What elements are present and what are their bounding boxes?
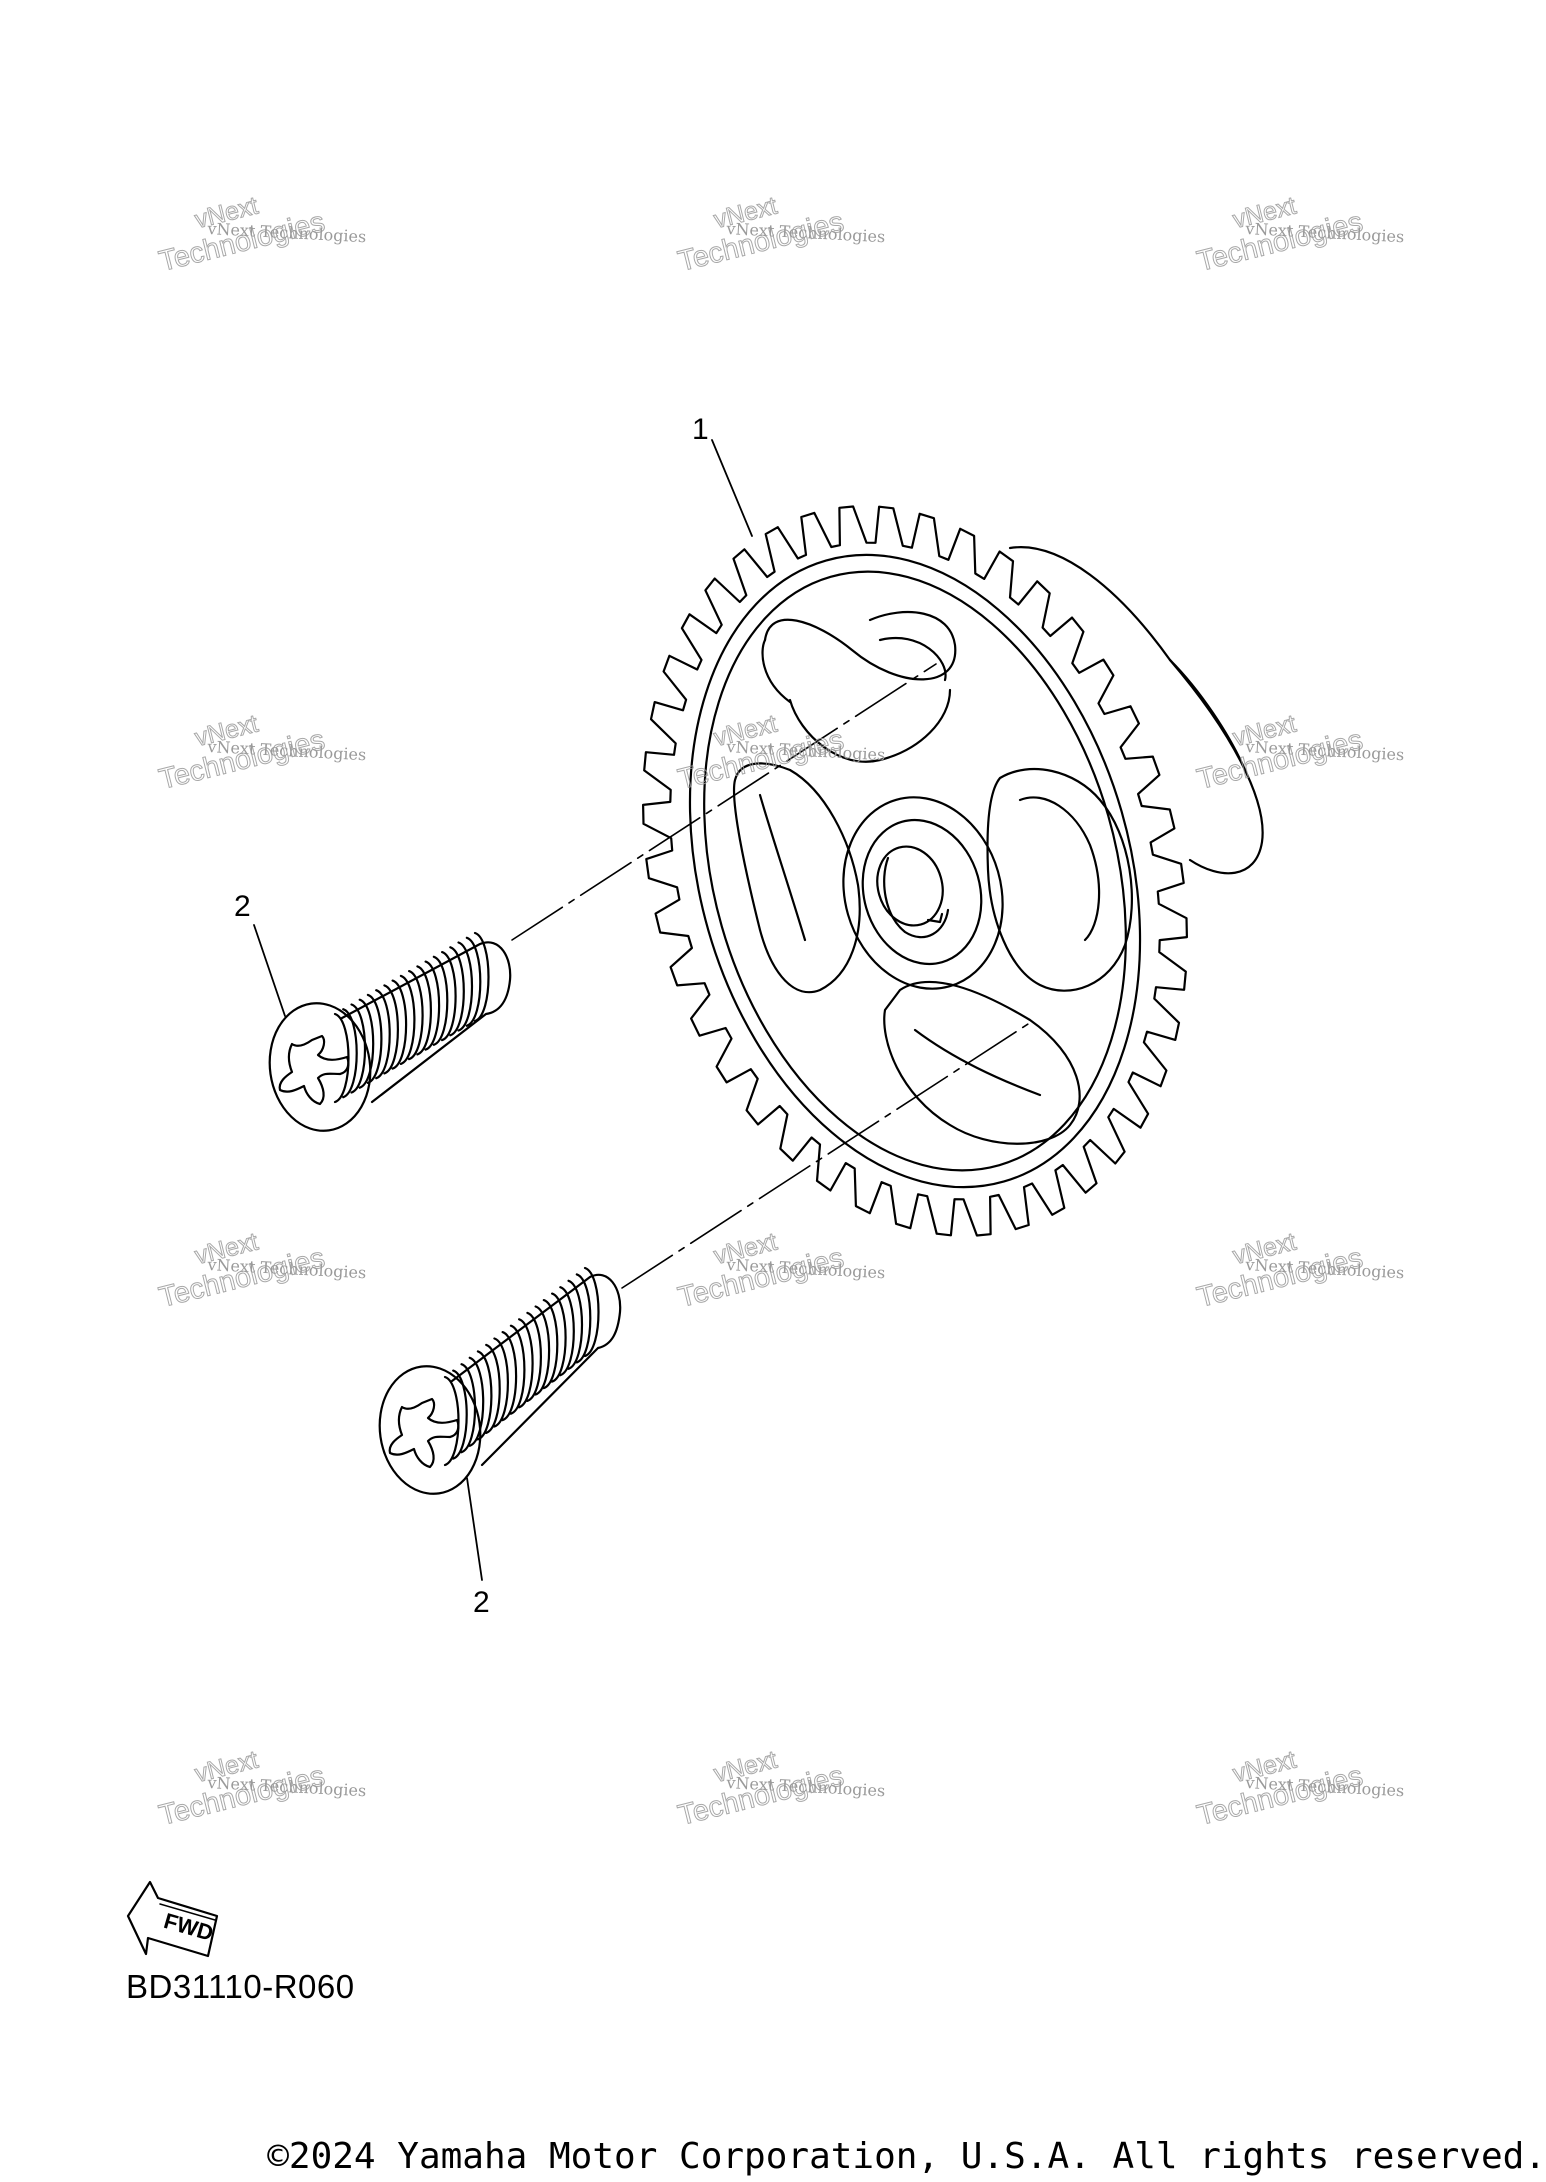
assembly-center-lines <box>511 663 1029 1289</box>
copyright-notice: ©2024 Yamaha Motor Corporation, U.S.A. A… <box>267 2136 1546 2177</box>
callout-gear: 1 <box>692 413 709 446</box>
callout-screw-lower: 2 <box>473 1586 490 1619</box>
gear-part <box>642 505 1264 1237</box>
callout-leaders <box>253 439 753 1581</box>
fwd-arrow-icon <box>126 1880 219 1958</box>
screw-thread <box>333 931 490 1104</box>
gear-teeth <box>642 505 1188 1237</box>
flat-head-screw <box>378 1266 622 1495</box>
flat-head-screw <box>268 931 512 1132</box>
callout-screw-upper: 2 <box>234 890 251 923</box>
diagram-code: BD31110-R060 <box>126 1968 355 2005</box>
screw-thread <box>443 1266 600 1467</box>
